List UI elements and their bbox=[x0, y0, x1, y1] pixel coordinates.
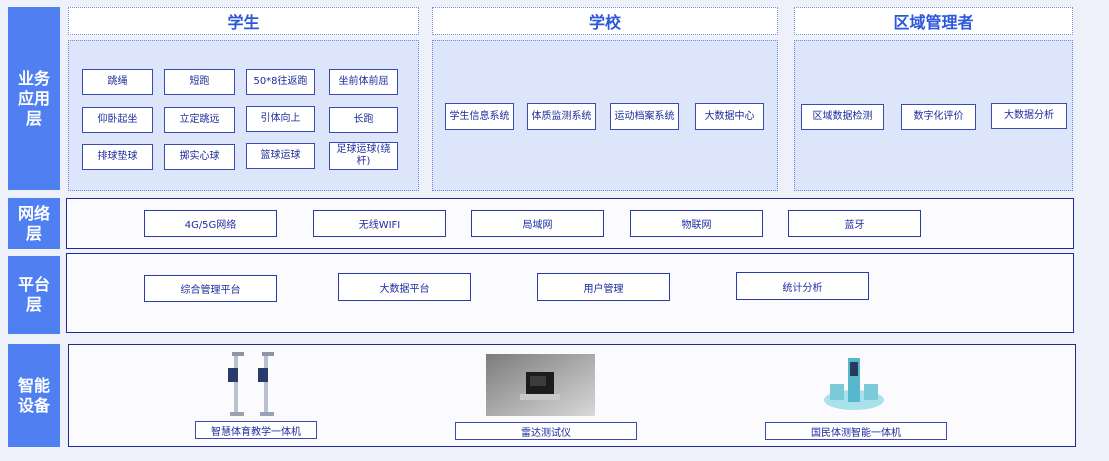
student-item: 50*8往返跑 bbox=[246, 69, 315, 95]
student-item: 仰卧起坐 bbox=[82, 107, 153, 133]
layer-label-devices: 智能设备 bbox=[8, 344, 60, 447]
layer-label-network: 网络层 bbox=[8, 198, 60, 249]
platform-item: 大数据平台 bbox=[338, 273, 471, 301]
platform-item: 综合管理平台 bbox=[144, 275, 277, 302]
student-item: 立定跳远 bbox=[164, 107, 235, 133]
fitness-test-machine-icon bbox=[820, 354, 888, 416]
student-item: 长跑 bbox=[329, 107, 398, 133]
student-item: 跳绳 bbox=[82, 69, 153, 95]
layer-label-business: 业务应用层 bbox=[8, 7, 60, 190]
region-item: 数字化评价 bbox=[901, 104, 976, 130]
student-item: 足球运球(绕杆) bbox=[329, 142, 398, 170]
student-item: 掷实心球 bbox=[164, 144, 235, 170]
student-item: 引体向上 bbox=[246, 106, 315, 132]
region-item: 大数据分析 bbox=[991, 103, 1067, 129]
platform-item: 用户管理 bbox=[537, 273, 670, 301]
student-item: 篮球运球 bbox=[246, 143, 315, 169]
column-title-school: 学校 bbox=[432, 7, 778, 35]
teaching-kiosk-icon bbox=[222, 350, 282, 418]
student-item: 坐前体前屈 bbox=[329, 69, 398, 95]
device-caption: 国民体测智能一体机 bbox=[765, 422, 947, 440]
column-title-student: 学生 bbox=[68, 7, 419, 35]
region-item: 区域数据检测 bbox=[801, 104, 884, 130]
column-title-region: 区域管理者 bbox=[794, 7, 1073, 35]
student-item: 排球垫球 bbox=[82, 144, 153, 170]
network-item: 物联网 bbox=[630, 210, 763, 237]
platform-item: 统计分析 bbox=[736, 272, 869, 300]
school-item: 学生信息系统 bbox=[445, 103, 514, 130]
school-item: 运动档案系统 bbox=[610, 103, 679, 130]
school-item: 体质监测系统 bbox=[527, 103, 596, 130]
radar-tester-icon bbox=[486, 354, 595, 416]
student-item: 短跑 bbox=[164, 69, 235, 95]
device-caption: 智慧体育教学一体机 bbox=[195, 421, 317, 439]
network-item: 蓝牙 bbox=[788, 210, 921, 237]
network-item: 无线WIFI bbox=[313, 210, 446, 237]
network-item: 4G/5G网络 bbox=[144, 210, 277, 237]
network-item: 局域网 bbox=[471, 210, 604, 237]
school-item: 大数据中心 bbox=[695, 103, 764, 130]
device-caption: 雷达测试仪 bbox=[455, 422, 637, 440]
layer-label-platform: 平台层 bbox=[8, 256, 60, 334]
